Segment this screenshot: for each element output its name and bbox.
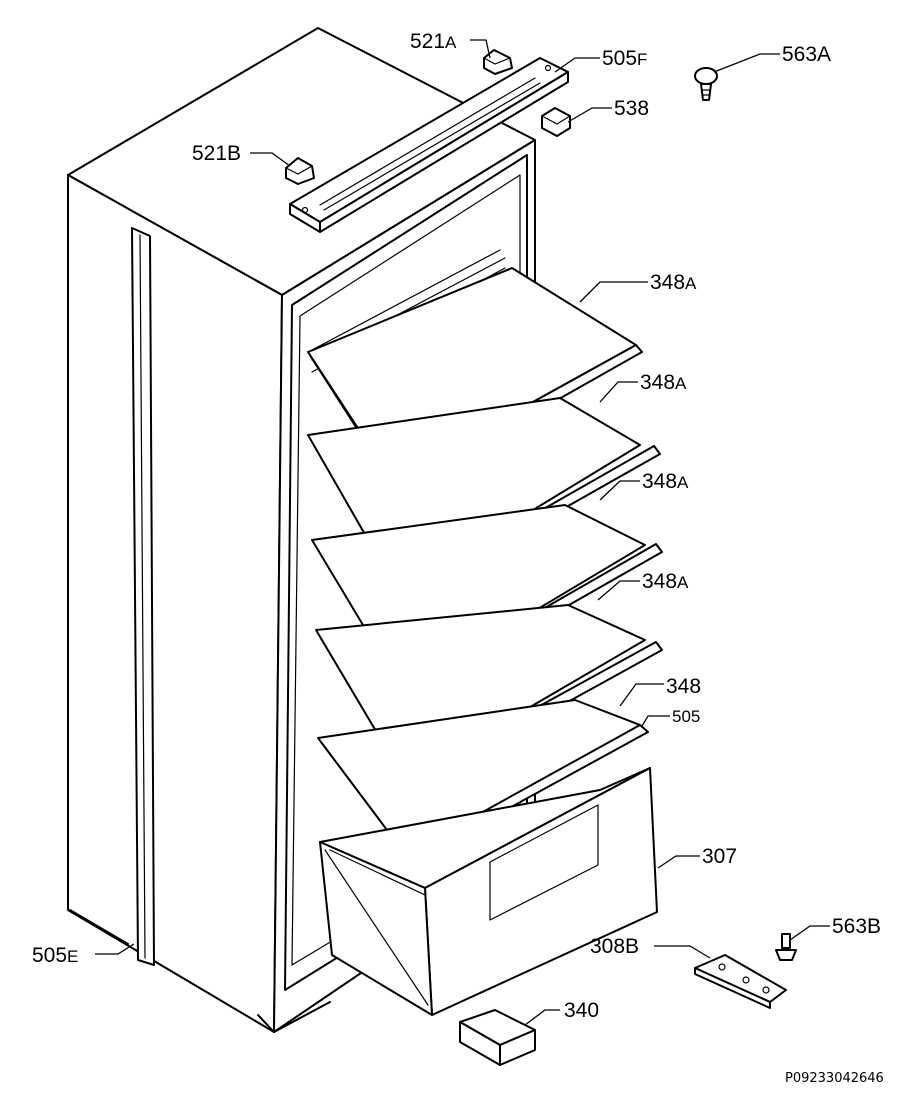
hinge-bracket-505f	[289, 57, 569, 233]
label-348a-4: 348A	[642, 570, 689, 593]
label-348a-3: 348A	[642, 470, 689, 493]
label-505f: 505F	[602, 47, 647, 70]
label-505e: 505E	[32, 944, 78, 967]
label-348a-1: 348A	[650, 271, 697, 294]
door-gasket-505e	[131, 227, 155, 966]
screw-563a	[694, 67, 718, 101]
label-563a: 563A	[782, 43, 831, 66]
label-308b: 308B	[590, 935, 639, 958]
label-521b: 521B	[192, 142, 241, 165]
label-538: 538	[614, 97, 649, 120]
label-348: 348	[666, 675, 701, 698]
label-521a: 521A	[410, 30, 457, 53]
crisper-drawer-307	[319, 767, 658, 1016]
document-code: P09233042646	[785, 1071, 884, 1086]
screw-563b	[775, 933, 797, 961]
hinge-cover-521a	[483, 49, 513, 75]
label-505: 505	[672, 707, 700, 726]
leader-lines	[95, 39, 830, 1026]
part-labels: 521A 505F 563A 538 521B 348A 348A 348A 3…	[32, 30, 881, 1022]
label-563b: 563B	[832, 915, 881, 938]
label-348a-2: 348A	[640, 371, 687, 394]
container-340	[459, 1009, 536, 1066]
label-307: 307	[702, 845, 737, 868]
label-340: 340	[564, 999, 599, 1022]
hinge-308b	[694, 954, 787, 1009]
hinge-cover-521b	[285, 157, 315, 185]
bushing-538	[541, 107, 571, 137]
